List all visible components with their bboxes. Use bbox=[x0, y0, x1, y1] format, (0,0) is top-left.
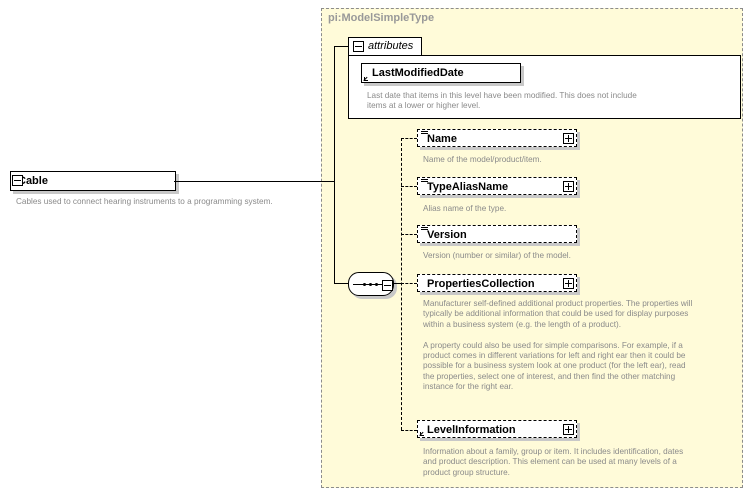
connector-line bbox=[401, 430, 417, 431]
connector-line bbox=[334, 283, 348, 284]
element-label: TypeAliasName bbox=[427, 181, 509, 193]
element-version[interactable]: Version bbox=[417, 225, 577, 243]
element-description: Information about a family, group or ite… bbox=[423, 447, 684, 477]
connector-line bbox=[401, 283, 417, 284]
attribute-name: LastModifiedDate bbox=[372, 67, 464, 79]
connector-line bbox=[401, 234, 417, 235]
element-label: LevelInformation bbox=[427, 424, 516, 436]
attribute-arrow-icon bbox=[364, 76, 369, 81]
attribute-lastmodifieddate[interactable]: LastModifiedDate bbox=[361, 63, 521, 83]
element-label: Name bbox=[427, 133, 457, 145]
expand-icon[interactable] bbox=[563, 133, 574, 144]
root-element-name: Cable bbox=[18, 175, 48, 187]
root-element-cable[interactable]: Cable bbox=[10, 171, 176, 191]
element-label: PropertiesCollection bbox=[427, 278, 535, 290]
text-content-icon bbox=[421, 179, 428, 184]
expand-icon[interactable] bbox=[563, 278, 574, 289]
type-title: pi:ModelSimpleType bbox=[328, 12, 435, 24]
text-content-icon bbox=[421, 227, 428, 232]
connector-line bbox=[401, 138, 402, 430]
collapse-icon[interactable] bbox=[382, 280, 393, 291]
attribute-description: Last date that items in this level have … bbox=[367, 91, 637, 111]
connector-line bbox=[174, 181, 335, 182]
expand-icon[interactable] bbox=[563, 424, 574, 435]
element-description: Version (number or similar) of the model… bbox=[423, 251, 571, 260]
expand-icon[interactable] bbox=[563, 181, 574, 192]
element-description: Manufacturer self-defined additional pro… bbox=[423, 299, 693, 392]
connector-line bbox=[394, 283, 402, 284]
collapse-icon[interactable] bbox=[353, 41, 364, 52]
element-levelinformation[interactable]: LevelInformation bbox=[417, 420, 577, 438]
connector-line bbox=[334, 46, 348, 47]
attribute-arrow-icon bbox=[420, 431, 425, 436]
attributes-tab-label: attributes bbox=[368, 40, 414, 52]
collapse-icon[interactable] bbox=[12, 175, 23, 186]
element-name[interactable]: Name bbox=[417, 129, 577, 147]
attributes-tab[interactable]: attributes bbox=[348, 37, 422, 56]
element-description: Name of the model/product/item. bbox=[423, 155, 542, 164]
element-description: Alias name of the type. bbox=[423, 204, 507, 213]
element-propertiescollection[interactable]: PropertiesCollection bbox=[417, 274, 577, 292]
text-content-icon bbox=[421, 131, 428, 136]
connector-line bbox=[401, 138, 417, 139]
connector-line bbox=[334, 46, 335, 283]
connector-line bbox=[401, 186, 417, 187]
element-label: Version bbox=[427, 229, 467, 241]
element-typealiasname[interactable]: TypeAliasName bbox=[417, 177, 577, 195]
root-description: Cables used to connect hearing instrumen… bbox=[16, 197, 273, 206]
